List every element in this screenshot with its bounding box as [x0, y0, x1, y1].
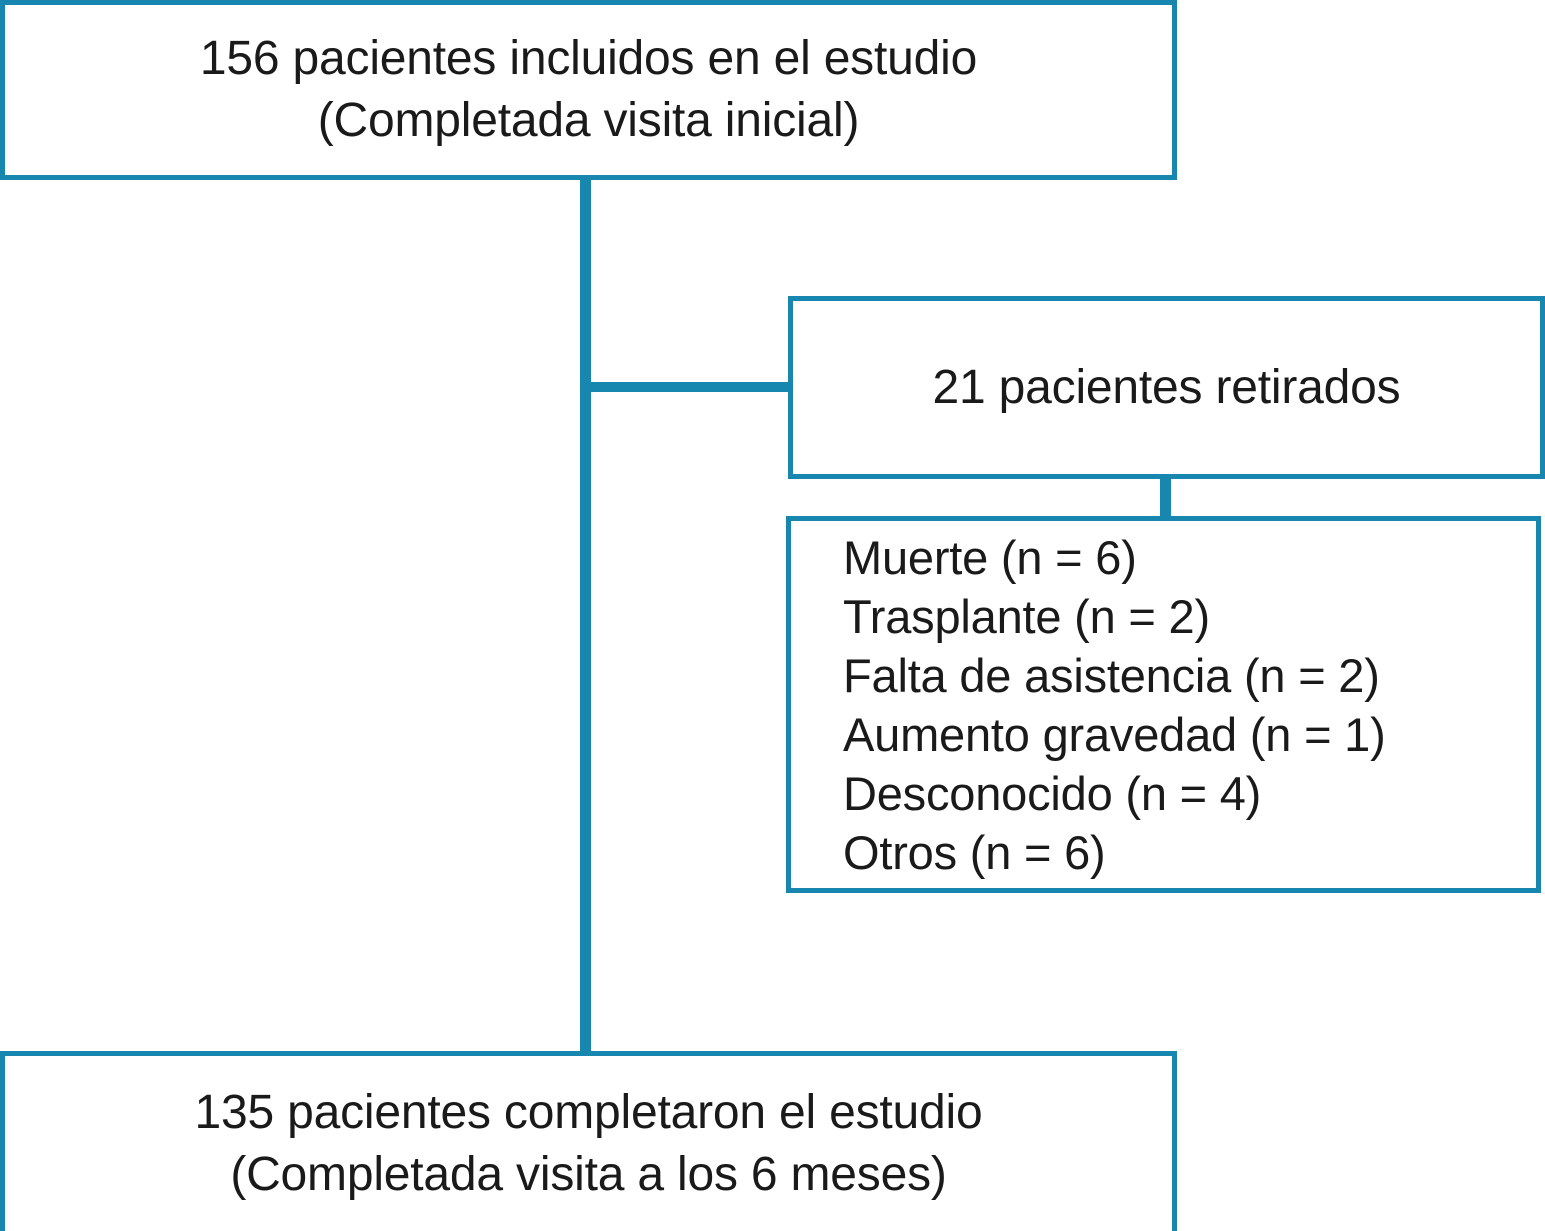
completed-patients-text: 135 pacientes completaron el estudio (Co…: [194, 1085, 983, 1201]
list-item: Trasplante (n = 2): [843, 589, 1210, 643]
withdrawn-patients-text: 21 pacientes retirados: [932, 360, 1401, 414]
connector-enrolled-to-withdrawn: [580, 382, 792, 392]
withdrawal-reasons-list: Muerte (n = 6) Trasplante (n = 2) Falta …: [791, 528, 1386, 882]
node-withdrawn-patients: 21 pacientes retirados: [788, 296, 1545, 479]
list-item: Falta de asistencia (n = 2): [843, 648, 1380, 702]
list-item: Muerte (n = 6): [843, 530, 1137, 584]
node-enrolled-patients: 156 pacientes incluidos en el estudio (C…: [0, 0, 1177, 180]
list-item: Otros (n = 6): [843, 825, 1106, 879]
connector-enrolled-to-completed: [580, 175, 591, 1055]
connector-withdrawn-to-reasons: [1160, 474, 1171, 521]
list-item: Desconocido (n = 4): [843, 766, 1262, 820]
enrolled-patients-text: 156 pacientes incluidos en el estudio (C…: [199, 32, 978, 147]
list-item: Aumento gravedad (n = 1): [843, 707, 1386, 761]
node-withdrawal-reasons: Muerte (n = 6) Trasplante (n = 2) Falta …: [786, 516, 1541, 893]
node-completed-patients: 135 pacientes completaron el estudio (Co…: [0, 1051, 1177, 1231]
